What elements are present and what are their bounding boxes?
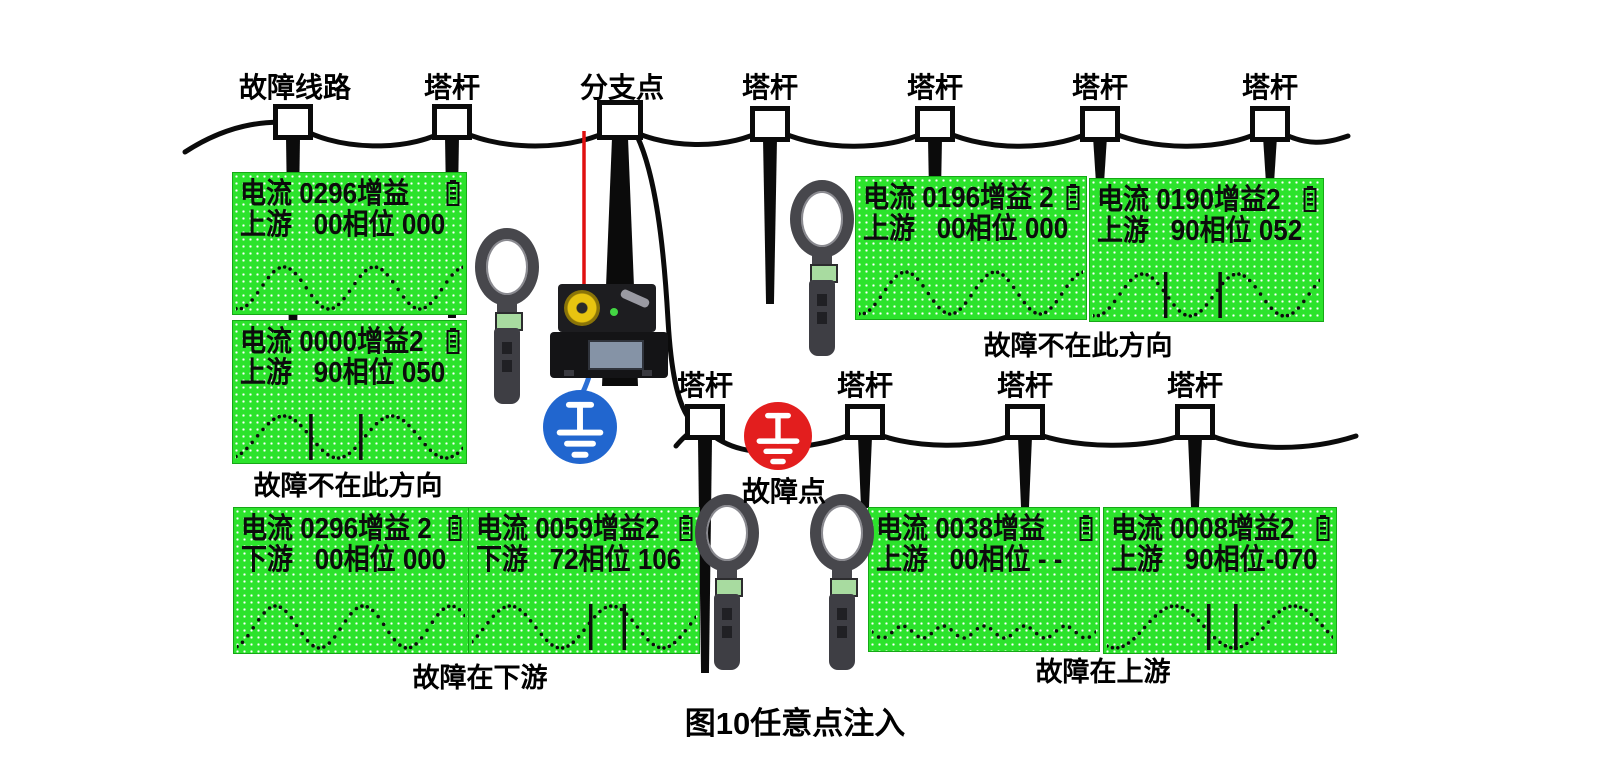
branch-point-insulator [597, 100, 643, 140]
waveform [472, 604, 696, 650]
tower-pole [857, 436, 873, 508]
lcd-screen-4: 电流 0059增益2 下游 72相位 106 [468, 507, 700, 654]
detector-handle [714, 594, 740, 670]
tower-insulator [1250, 106, 1290, 142]
tower-insulator [1175, 404, 1215, 440]
tower-pole [1187, 436, 1203, 508]
label-fault-not-this-direction-left: 故障不在此方向 [253, 471, 443, 501]
label-fault-line: 故障线路 [238, 72, 352, 103]
label-fault-upstream: 故障在上游 [1035, 657, 1171, 687]
handheld-detector [471, 228, 543, 406]
tower-insulator [273, 104, 313, 140]
label-tower: 塔杆 [1071, 72, 1129, 103]
tower-pole [1262, 136, 1278, 184]
battery-icon [1079, 515, 1093, 541]
tower-pole [1092, 136, 1108, 184]
screen-line1: 电流 0296增益 2 [241, 511, 432, 545]
label-tower: 塔杆 [1241, 72, 1299, 103]
label-fault-point: 故障点 [741, 476, 827, 507]
screen-line2: 上游 90相位-070 [1111, 542, 1318, 576]
label-fault-not-this-direction-right: 故障不在此方向 [983, 331, 1173, 361]
detector-ring [475, 228, 539, 306]
screen-line1: 电流 0008增益2 [1111, 511, 1295, 545]
tower-insulator [1080, 106, 1120, 142]
label-tower: 塔杆 [996, 370, 1054, 401]
battery-icon [446, 328, 460, 354]
screen-line2: 下游 72相位 106 [476, 542, 682, 576]
handheld-detector [691, 494, 763, 672]
tower-insulator [845, 404, 885, 440]
lcd-screen-6: 电流 0190增益2 上游 90相位 052 [1089, 178, 1324, 322]
label-tower: 塔杆 [1166, 370, 1224, 401]
fault-point-symbol-icon [744, 402, 812, 470]
waveform [236, 265, 463, 311]
screen-line1: 电流 0196增益 2 [863, 180, 1054, 214]
waveform [1107, 604, 1333, 650]
screen-line2: 上游 00相位 000 [863, 211, 1069, 245]
label-tower: 塔杆 [906, 72, 964, 103]
figure-caption: 图10任意点注入 [684, 706, 906, 741]
label-tower: 塔杆 [423, 72, 481, 103]
battery-icon [446, 180, 460, 206]
cable-reel [564, 290, 600, 326]
battery-icon [679, 515, 693, 541]
screen-line2: 上游 90相位 052 [1097, 213, 1303, 247]
label-tower: 塔杆 [836, 370, 894, 401]
handheld-detector [786, 180, 858, 358]
screen-line2: 上游 00相位 000 [240, 207, 446, 241]
tower-insulator [1005, 404, 1045, 440]
label-fault-downstream: 故障在下游 [412, 663, 548, 693]
label-branch-point: 分支点 [579, 72, 665, 103]
detector-handle [809, 280, 835, 356]
tower-insulator [432, 104, 472, 140]
screen-line2: 上游 90相位 050 [240, 355, 446, 389]
lcd-screen-3: 电流 0296增益 2 下游 00相位 000 [233, 507, 469, 654]
battery-icon [1316, 515, 1330, 541]
branch-drop-line [631, 127, 699, 429]
injection-device [550, 282, 668, 380]
screen-line1: 电流 0000增益2 [240, 324, 424, 358]
waveform [1093, 272, 1320, 318]
waveform [237, 604, 465, 650]
screen-line2: 下游 00相位 000 [241, 542, 447, 576]
lcd-screen-1: 电流 0296增益 上游 00相位 000 [232, 172, 467, 315]
tower-pole [762, 136, 778, 304]
lcd-screen-5: 电流 0196增益 2 上游 00相位 000 [855, 176, 1087, 320]
handheld-detector [806, 494, 878, 672]
battery-icon [1066, 184, 1080, 210]
tower-insulator [915, 106, 955, 142]
screen-line2: 上游 00相位 - - [876, 542, 1063, 576]
screen-line1: 电流 0059增益2 [476, 511, 660, 545]
tower-insulator [685, 404, 725, 440]
detector-ring [790, 180, 854, 258]
battery-icon [1303, 186, 1317, 212]
screen-line1: 电流 0038增益 [876, 511, 1046, 545]
waveform [872, 624, 1096, 640]
battery-icon [448, 515, 462, 541]
label-tower: 塔杆 [741, 72, 799, 103]
device-display [588, 340, 644, 370]
detector-handle [829, 594, 855, 670]
screen-line1: 电流 0296增益 [240, 176, 410, 210]
tower-insulator [750, 106, 790, 142]
detector-handle [494, 328, 520, 404]
tower-pole [1017, 436, 1033, 508]
waveform [859, 270, 1083, 316]
label-tower: 塔杆 [676, 370, 734, 401]
indicator-led [610, 308, 618, 316]
ground-symbol-blue-icon [543, 390, 617, 464]
waveform [236, 414, 463, 460]
screen-line1: 电流 0190增益2 [1097, 182, 1281, 216]
lcd-screen-8: 电流 0008增益2 上游 90相位-070 [1103, 507, 1337, 654]
lcd-screen-2: 电流 0000增益2 上游 90相位 050 [232, 320, 467, 464]
lcd-screen-7: 电流 0038增益 上游 00相位 - - [868, 507, 1100, 652]
